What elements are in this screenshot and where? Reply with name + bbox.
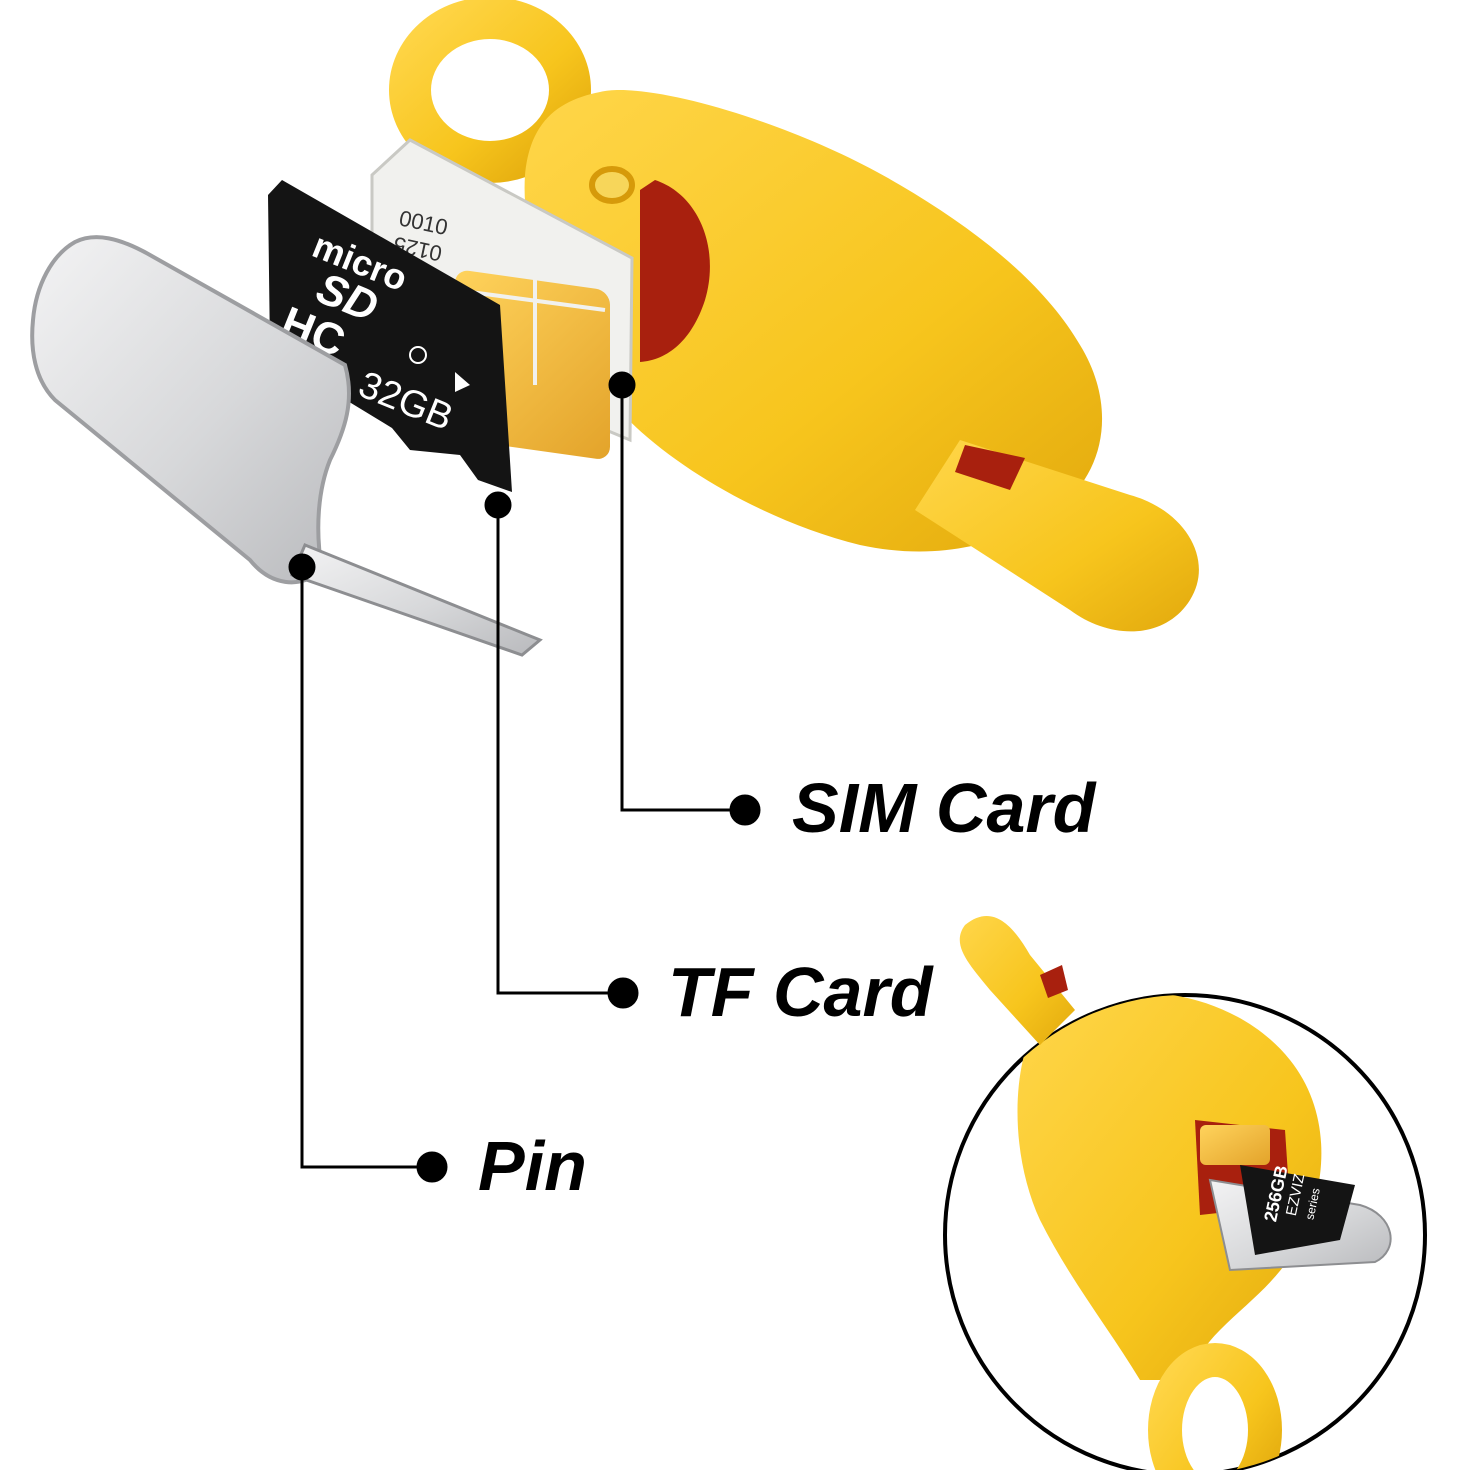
tail-slot [955,445,1025,490]
inset-series: series [1302,1187,1322,1221]
pin-label-dot [416,1151,448,1183]
ejector-pin [30,235,543,657]
holder-ring [389,0,591,183]
class-icon [409,346,427,364]
label-sim-card: SIM Card [792,769,1097,847]
pin-shaft [289,543,543,657]
sim-leader [620,385,742,812]
inset-tail-slot [1040,965,1068,998]
holder-slot [640,180,710,362]
sim-label-dot [729,794,761,826]
inset-view: EZVIZ series 256GB [943,916,1427,1470]
inset-holder-tail [959,916,1075,1045]
label-pin: Pin [478,1127,587,1205]
inset-sim-chip [1200,1125,1270,1165]
holder-tail [915,440,1199,632]
holder-hole [589,166,635,204]
microsd-body [268,180,512,492]
sim-holder [389,0,1199,632]
tf-label-dot [607,977,639,1009]
leader-lines [288,371,761,1183]
inset-ring [1148,1343,1282,1470]
inset-holder-body [1017,995,1322,1380]
label-tf-card: TF Card [668,953,934,1031]
tf-leader [496,505,620,995]
inset-microsd [1240,1165,1355,1255]
pin-leader [300,567,428,1169]
arrow-icon [455,372,470,392]
